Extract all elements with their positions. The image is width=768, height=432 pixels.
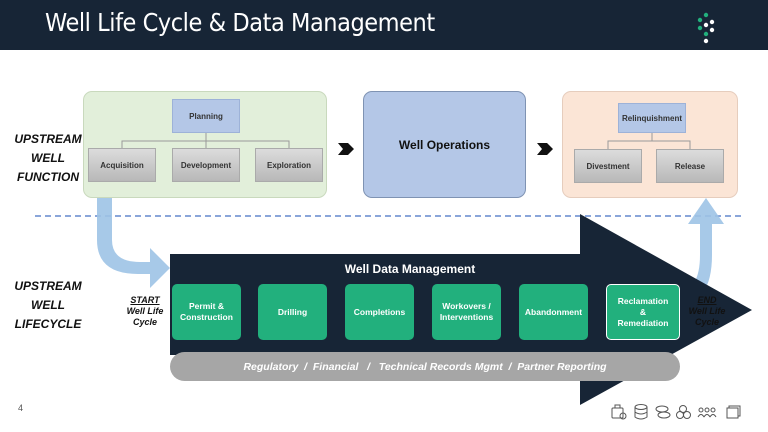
- footer-icons: [611, 404, 741, 420]
- relinquishment-box: Relinquishment: [618, 103, 686, 133]
- stage-drilling: Drilling: [258, 284, 327, 340]
- stage-reclamation: Reclamation&Remediation: [606, 284, 680, 340]
- label-line: UPSTREAM: [14, 279, 82, 293]
- header-bar: [0, 0, 768, 50]
- data-management-title: Well Data Management: [344, 262, 476, 276]
- label-line: LIFECYCLE: [14, 317, 82, 331]
- stage-text: Remediation: [617, 317, 669, 328]
- stage-completions: Completions: [345, 284, 414, 340]
- page-number: 4: [18, 403, 24, 413]
- label-line: WELL: [31, 151, 65, 165]
- stage-text: Interventions: [439, 312, 494, 322]
- support-functions-bar: Regulatory / Financial / Technical Recor…: [170, 352, 680, 381]
- database-icon: [634, 404, 648, 420]
- exploration-box: Exploration: [255, 148, 323, 182]
- end-sub: Cycle: [694, 317, 720, 327]
- org-connectors: [121, 133, 290, 148]
- release-box: Release: [656, 149, 724, 183]
- stage-text: Reclamation: [617, 295, 669, 306]
- stage-text: Permit &: [189, 301, 224, 311]
- stage-text: &: [639, 306, 647, 317]
- bag-pin-icon: [611, 404, 627, 420]
- planning-box: Planning: [172, 99, 240, 133]
- label-line: UPSTREAM: [14, 132, 82, 146]
- upstream-well-lifecycle-label: UPSTREAM WELL LIFECYCLE: [10, 277, 86, 334]
- stage-permit: Permit &Construction: [172, 284, 241, 340]
- well-operations-box: Well Operations: [363, 91, 526, 198]
- start-arrow: [97, 198, 170, 288]
- page-title: Well Life Cycle & Data Management: [45, 8, 435, 37]
- stage-abandonment: Abandonment: [519, 284, 588, 340]
- stage-text: Construction: [180, 312, 233, 322]
- end-text: END: [697, 295, 717, 305]
- layers-icon: [726, 405, 741, 419]
- logo-icon: [697, 12, 715, 44]
- start-sub: Cycle: [132, 317, 158, 327]
- start-sub: Well Life: [126, 306, 164, 316]
- start-text: START: [130, 295, 160, 305]
- stage-workovers: Workovers /Interventions: [432, 284, 501, 340]
- acquisition-box: Acquisition: [88, 148, 156, 182]
- people-icon: [697, 407, 717, 418]
- divestment-box: Divestment: [574, 149, 642, 183]
- stage-text: Workovers /: [442, 301, 491, 311]
- development-box: Development: [172, 148, 240, 182]
- end-arrow: [676, 198, 724, 305]
- relinquishment-connectors: [607, 133, 691, 149]
- upstream-well-function-label: UPSTREAM WELL FUNCTION: [10, 130, 86, 187]
- coins-icon: [655, 405, 671, 419]
- end-sub: Well Life: [688, 306, 726, 316]
- circles-icon: [676, 405, 691, 419]
- chevron-arrow-2: [537, 143, 553, 155]
- chevron-arrow-1: [338, 143, 354, 155]
- label-line: FUNCTION: [17, 170, 79, 184]
- label-line: WELL: [31, 298, 65, 312]
